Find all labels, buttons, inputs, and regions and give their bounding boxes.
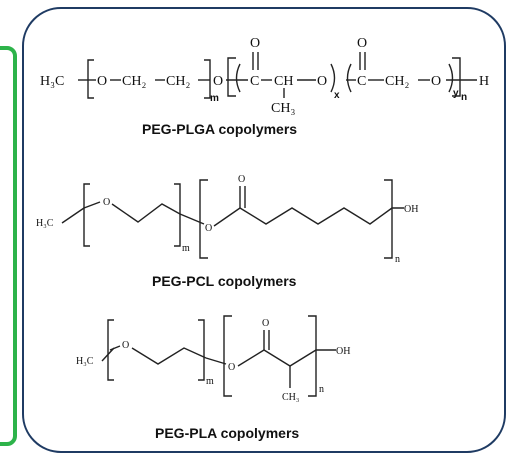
paren-right	[330, 63, 336, 93]
atom-h3c: H₃C	[36, 218, 54, 229]
paren-right	[448, 63, 454, 93]
label-peg-pcl: PEG-PCL copolymers	[152, 273, 297, 289]
atom-o: O	[97, 74, 107, 89]
peg-pcl-structure: H₃C O m O O n OH PEG-PCL copolymers	[36, 174, 418, 289]
subscript-x: x	[334, 90, 340, 101]
subscript-m: m	[182, 243, 190, 254]
subscript-m: m	[210, 93, 219, 104]
bracket-left	[87, 59, 94, 99]
paren-left	[235, 63, 241, 93]
atom-c: C	[357, 74, 366, 89]
atom-ch3: CH₃	[282, 392, 299, 403]
atom-ch2: CH₂	[385, 74, 409, 89]
label-peg-plga: PEG-PLGA copolymers	[142, 121, 297, 137]
subscript-n: n	[319, 384, 324, 395]
atom-ch3: CH₃	[271, 101, 295, 116]
bracket-right	[204, 59, 211, 99]
bracket-left	[199, 179, 208, 259]
bracket-left	[227, 57, 236, 97]
paren-left	[346, 63, 352, 93]
bracket-left	[107, 319, 114, 381]
structures-panel	[22, 7, 506, 453]
bracket-right	[198, 319, 205, 381]
subscript-m: m	[206, 376, 214, 387]
subscript-y: y	[453, 88, 459, 99]
atom-h: H	[479, 74, 489, 89]
atom-o: O	[431, 74, 441, 89]
atom-h3c: H₃C	[76, 356, 94, 367]
bracket-left	[83, 183, 90, 247]
bracket-right	[308, 315, 317, 397]
atom-c: C	[250, 74, 259, 89]
atom-h3c: H₃C	[40, 74, 64, 89]
atom-ch: CH	[274, 74, 293, 89]
atom-o: O	[103, 197, 110, 208]
atom-oh: OH	[404, 204, 418, 215]
atom-ch2: CH₂	[122, 74, 146, 89]
atom-o: O	[262, 318, 269, 329]
atom-o: O	[357, 36, 367, 51]
atom-o: O	[213, 74, 223, 89]
atom-oh: OH	[336, 346, 350, 357]
left-accent-panel	[0, 46, 17, 446]
bracket-right	[384, 179, 393, 259]
atom-o: O	[317, 74, 327, 89]
bracket-left	[223, 315, 232, 397]
subscript-n: n	[461, 92, 467, 103]
subscript-n: n	[395, 254, 400, 265]
peg-plga-structure: H₃C O CH₂ CH₂ m O C O CH CH₃ O x C O	[40, 36, 489, 137]
atom-o: O	[250, 36, 260, 51]
atom-o: O	[205, 223, 212, 234]
label-peg-pla: PEG-PLA copolymers	[155, 425, 299, 441]
atom-o: O	[122, 340, 129, 351]
peg-pla-structure: H₃C O m O O CH₃ n OH PEG-PLA copolymers	[76, 315, 350, 441]
atom-ch2: CH₂	[166, 74, 190, 89]
bracket-right	[452, 57, 461, 97]
atom-o: O	[228, 362, 235, 373]
atom-o: O	[238, 174, 245, 185]
bracket-right	[174, 183, 181, 247]
